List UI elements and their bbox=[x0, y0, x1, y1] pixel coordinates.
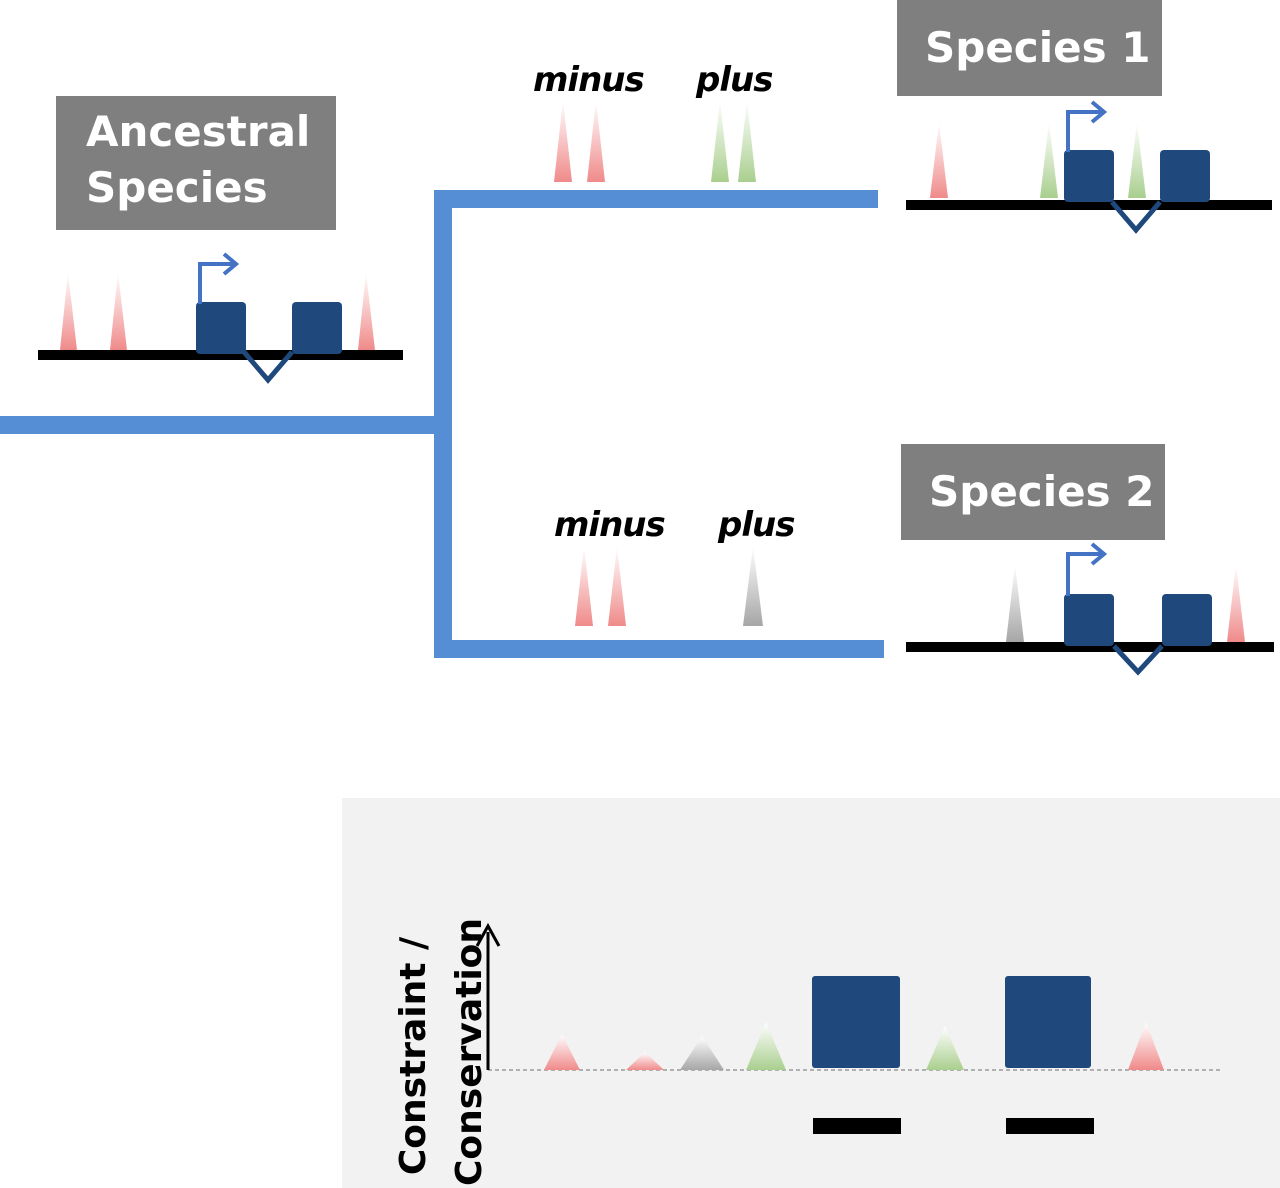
intron-link bbox=[242, 350, 294, 384]
element-peak bbox=[1040, 122, 1058, 198]
element-peak bbox=[110, 272, 127, 350]
tree-branches bbox=[0, 190, 884, 658]
tss-arrowhead-icon bbox=[222, 252, 240, 276]
top-branch-events bbox=[554, 100, 756, 182]
exon-block bbox=[1064, 594, 1114, 646]
constrained-segment bbox=[813, 1118, 901, 1134]
root-branch bbox=[0, 416, 452, 434]
bottom-branch-events bbox=[575, 546, 763, 626]
exon-block bbox=[292, 302, 342, 354]
top-plus-label: plus bbox=[696, 60, 773, 100]
intron-link bbox=[1112, 644, 1164, 676]
y-axis-label: Constraint / Conservation bbox=[393, 917, 490, 1186]
loss-element bbox=[554, 100, 572, 182]
conservation-plot bbox=[475, 922, 1222, 1134]
intron-link bbox=[1110, 200, 1162, 234]
loss-element bbox=[608, 546, 626, 626]
bottom-plus-label: plus bbox=[718, 505, 795, 545]
exon-block bbox=[1160, 150, 1210, 202]
tss-arrowhead-icon bbox=[1090, 100, 1108, 124]
neutral-element bbox=[743, 546, 763, 626]
species2-label: Species 2 bbox=[901, 444, 1165, 540]
element-peak bbox=[1128, 122, 1146, 198]
species1-label: Species 1 bbox=[897, 0, 1162, 96]
conservation-peak bbox=[926, 1026, 964, 1070]
species2-gene bbox=[906, 542, 1274, 676]
element-peak bbox=[930, 122, 948, 198]
top-minus-label: minus bbox=[533, 60, 645, 100]
conservation-peak bbox=[746, 1022, 786, 1070]
exon-block bbox=[1064, 150, 1114, 202]
element-peak bbox=[1227, 564, 1245, 642]
exon-block bbox=[196, 302, 246, 354]
element-peak bbox=[1006, 564, 1024, 642]
chromosome-line bbox=[38, 350, 403, 360]
conservation-peak bbox=[680, 1036, 724, 1070]
branch-species1 bbox=[434, 190, 878, 208]
conservation-panel bbox=[342, 798, 1280, 1188]
loss-element bbox=[575, 546, 593, 626]
exon-block bbox=[1162, 594, 1212, 646]
chromosome-line bbox=[906, 642, 1274, 652]
tss-arrow-icon bbox=[1066, 110, 1102, 152]
tss-arrow-icon bbox=[1066, 552, 1102, 596]
up-arrow-icon bbox=[475, 922, 501, 947]
exon-conservation bbox=[812, 976, 900, 1068]
tss-arrowhead-icon bbox=[1090, 542, 1108, 566]
bottom-minus-label: minus bbox=[554, 505, 666, 545]
branch-species2 bbox=[434, 640, 884, 658]
constrained-segment bbox=[1006, 1118, 1094, 1134]
element-peak bbox=[60, 272, 77, 350]
ancestral-species-label: Ancestral Species bbox=[56, 96, 336, 230]
loss-element bbox=[587, 100, 605, 182]
conservation-peak bbox=[1128, 1022, 1164, 1070]
tss-arrow-icon bbox=[198, 262, 234, 304]
gain-element bbox=[711, 100, 729, 182]
species1-gene bbox=[906, 100, 1272, 234]
chromosome-line bbox=[906, 200, 1272, 210]
exon-conservation bbox=[1005, 976, 1091, 1068]
conservation-peak bbox=[544, 1034, 580, 1070]
element-peak bbox=[358, 272, 375, 350]
gain-element bbox=[738, 100, 756, 182]
ancestral-gene bbox=[38, 252, 403, 384]
split-branch bbox=[434, 190, 452, 658]
conservation-peak bbox=[626, 1052, 664, 1070]
